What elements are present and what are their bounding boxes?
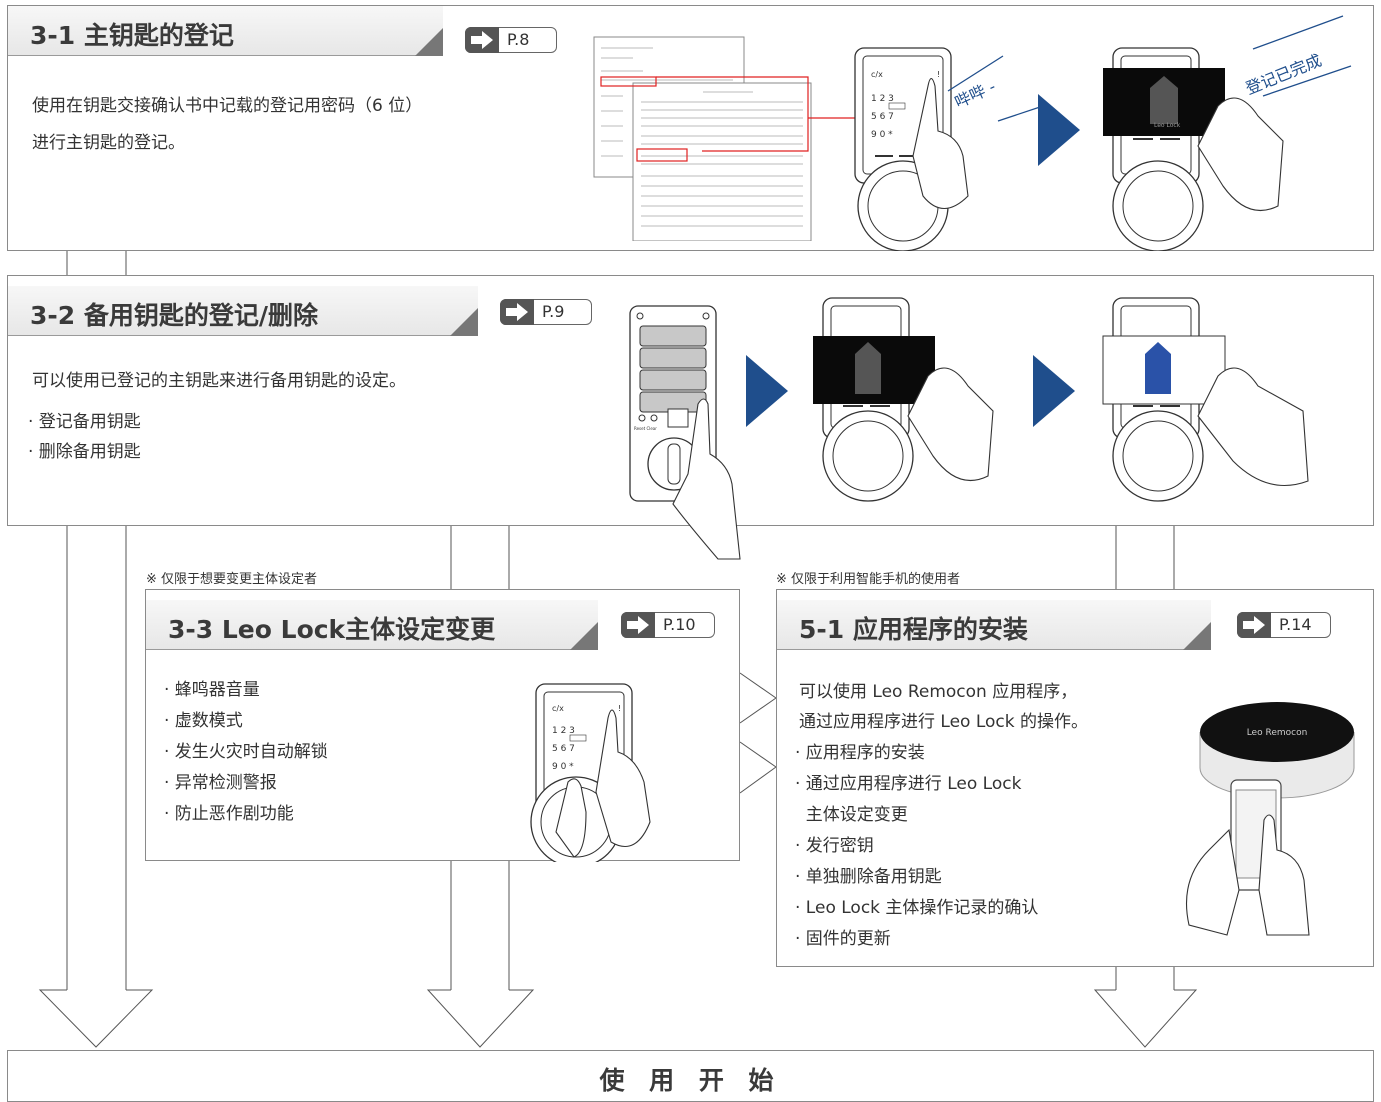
svg-text:!: ! xyxy=(618,704,621,713)
step-5-1-line: · 单独删除备用钥匙 xyxy=(795,867,942,887)
step-3-1-page-ref[interactable]: P.8 xyxy=(465,27,557,53)
arrow-right-icon xyxy=(465,27,499,53)
svg-text:c/x: c/x xyxy=(552,704,564,713)
confirmation-document-illustration xyxy=(593,36,812,241)
step-3-2-title: 3-2 备用钥匙的登记/删除 xyxy=(30,301,319,330)
step-5-1-line: · 固件的更新 xyxy=(795,929,891,949)
step-5-1-note: ※ 仅限于利用智能手机的使用者 xyxy=(776,572,961,587)
step-5-1-line: · 应用程序的安装 xyxy=(795,743,925,763)
header-corner xyxy=(570,622,598,650)
page-number: P.9 xyxy=(542,302,565,321)
spare-card-touch-illustration xyxy=(1102,297,1309,502)
step-5-1-page-ref[interactable]: P.14 xyxy=(1237,612,1331,638)
svg-text:Reset Clear: Reset Clear xyxy=(634,426,657,431)
svg-text:5 6 7: 5 6 7 xyxy=(552,744,575,754)
step-3-3-page-ref[interactable]: P.10 xyxy=(621,612,715,638)
step-3-2-box: 3-2 备用钥匙的登记/删除 P.9 可以使用已登记的主钥匙来进行备用钥匙的设定… xyxy=(7,275,1374,560)
step-3-3-note: ※ 仅限于想要变更主体设定者 xyxy=(146,572,318,587)
step-3-3-header: 3-3 Leo Lock主体设定变更 xyxy=(146,600,598,650)
step-5-1-box: 5-1 应用程序的安装 P.14 可以使用 Leo Remocon 应用程序， … xyxy=(776,589,1374,967)
keypad-lock-illustration: c/x ! 1 2 3 5 6 7 9 0 * xyxy=(530,683,651,862)
svg-text:c/x: c/x xyxy=(871,70,883,79)
svg-text:5 6 7: 5 6 7 xyxy=(871,112,894,122)
header-corner xyxy=(450,308,478,336)
arrow-right-icon xyxy=(621,612,655,638)
settings-item: · 蜂鸣器音量 xyxy=(164,680,260,700)
page-number: P.8 xyxy=(507,30,530,49)
arrow-right-icon xyxy=(500,299,534,325)
svg-text:!: ! xyxy=(937,70,940,79)
step-3-3-title: 3-3 Leo Lock主体设定变更 xyxy=(168,615,496,644)
blue-triangle-arrow xyxy=(746,355,788,427)
start-using-box: 使 用 开 始 xyxy=(7,1050,1374,1102)
header-corner xyxy=(415,28,443,56)
blue-triangle-arrow xyxy=(1033,355,1075,427)
beep-lines xyxy=(947,55,1044,122)
step-3-1-line-1: 使用在钥匙交接确认书中记载的登记用密码（6 位） xyxy=(32,96,423,116)
device-label-text: Leo Remocon xyxy=(1247,728,1308,738)
header-corner xyxy=(1183,622,1211,650)
step-3-1-header: 3-1 主钥匙的登记 xyxy=(8,6,443,56)
step-5-1-line: 主体设定变更 xyxy=(795,805,908,825)
step-3-2-line-1: 可以使用已登记的主钥匙来进行备用钥匙的设定。 xyxy=(32,371,406,391)
svg-text:9 0 *: 9 0 * xyxy=(871,130,893,140)
arrow-right-icon xyxy=(1237,612,1271,638)
step-5-1-header: 5-1 应用程序的安装 xyxy=(777,600,1211,650)
step-5-1-line: 通过应用程序进行 Leo Lock 的操作。 xyxy=(799,712,1089,732)
battery-unit-illustration: Reset Clear xyxy=(629,305,741,560)
complete-lines xyxy=(1252,15,1352,97)
step-3-1-title: 3-1 主钥匙的登记 xyxy=(30,21,234,50)
step-3-1-line-2: 进行主钥匙的登记。 xyxy=(32,133,185,153)
master-card-touch-illustration xyxy=(813,297,994,502)
settings-item: · 异常检测警报 xyxy=(164,773,277,793)
svg-text:1 2 3: 1 2 3 xyxy=(552,726,575,736)
step-3-1-box: 3-1 主钥匙的登记 P.8 使用在钥匙交接确认书中记载的登记用密码（6 位） … xyxy=(7,5,1374,251)
blue-triangle-arrow xyxy=(1038,94,1080,166)
step-3-2-line-3: · 删除备用钥匙 xyxy=(28,442,141,462)
step-3-3-box: 3-3 Leo Lock主体设定变更 P.10 · 蜂鸣器音量 · 虚数模式 ·… xyxy=(145,589,740,862)
step-3-2-page-ref[interactable]: P.9 xyxy=(500,299,592,325)
svg-text:1 2 3: 1 2 3 xyxy=(871,94,894,104)
step-5-1-line: 可以使用 Leo Remocon 应用程序， xyxy=(799,682,1078,702)
step-5-1-title: 5-1 应用程序的安装 xyxy=(799,615,1028,644)
step-3-2-line-2: · 登记备用钥匙 xyxy=(28,412,141,432)
step-5-1-line: · 发行密钥 xyxy=(795,836,874,856)
svg-text:9 0 *: 9 0 * xyxy=(552,762,574,772)
settings-item: · 虚数模式 xyxy=(164,711,243,731)
step-5-1-line: · 通过应用程序进行 Leo Lock xyxy=(795,774,1022,794)
settings-item: · 防止恶作剧功能 xyxy=(164,804,294,824)
start-using-label: 使 用 开 始 xyxy=(599,1066,782,1095)
leo-remocon-phone-illustration: Leo Remocon xyxy=(1186,702,1355,936)
card-touch-illustration xyxy=(1103,47,1284,251)
step-3-2-header: 3-2 备用钥匙的登记/删除 xyxy=(8,286,478,336)
card-label: Leo Lock xyxy=(1154,122,1181,129)
step-5-1-line: · Leo Lock 主体操作记录的确认 xyxy=(795,898,1039,918)
keypad-lock-illustration: c/x ! 1 2 3 5 6 7 9 0 * xyxy=(854,47,969,251)
page-number: P.10 xyxy=(663,615,696,634)
page-number: P.14 xyxy=(1279,615,1312,634)
settings-item: · 发生火灾时自动解锁 xyxy=(164,742,328,762)
